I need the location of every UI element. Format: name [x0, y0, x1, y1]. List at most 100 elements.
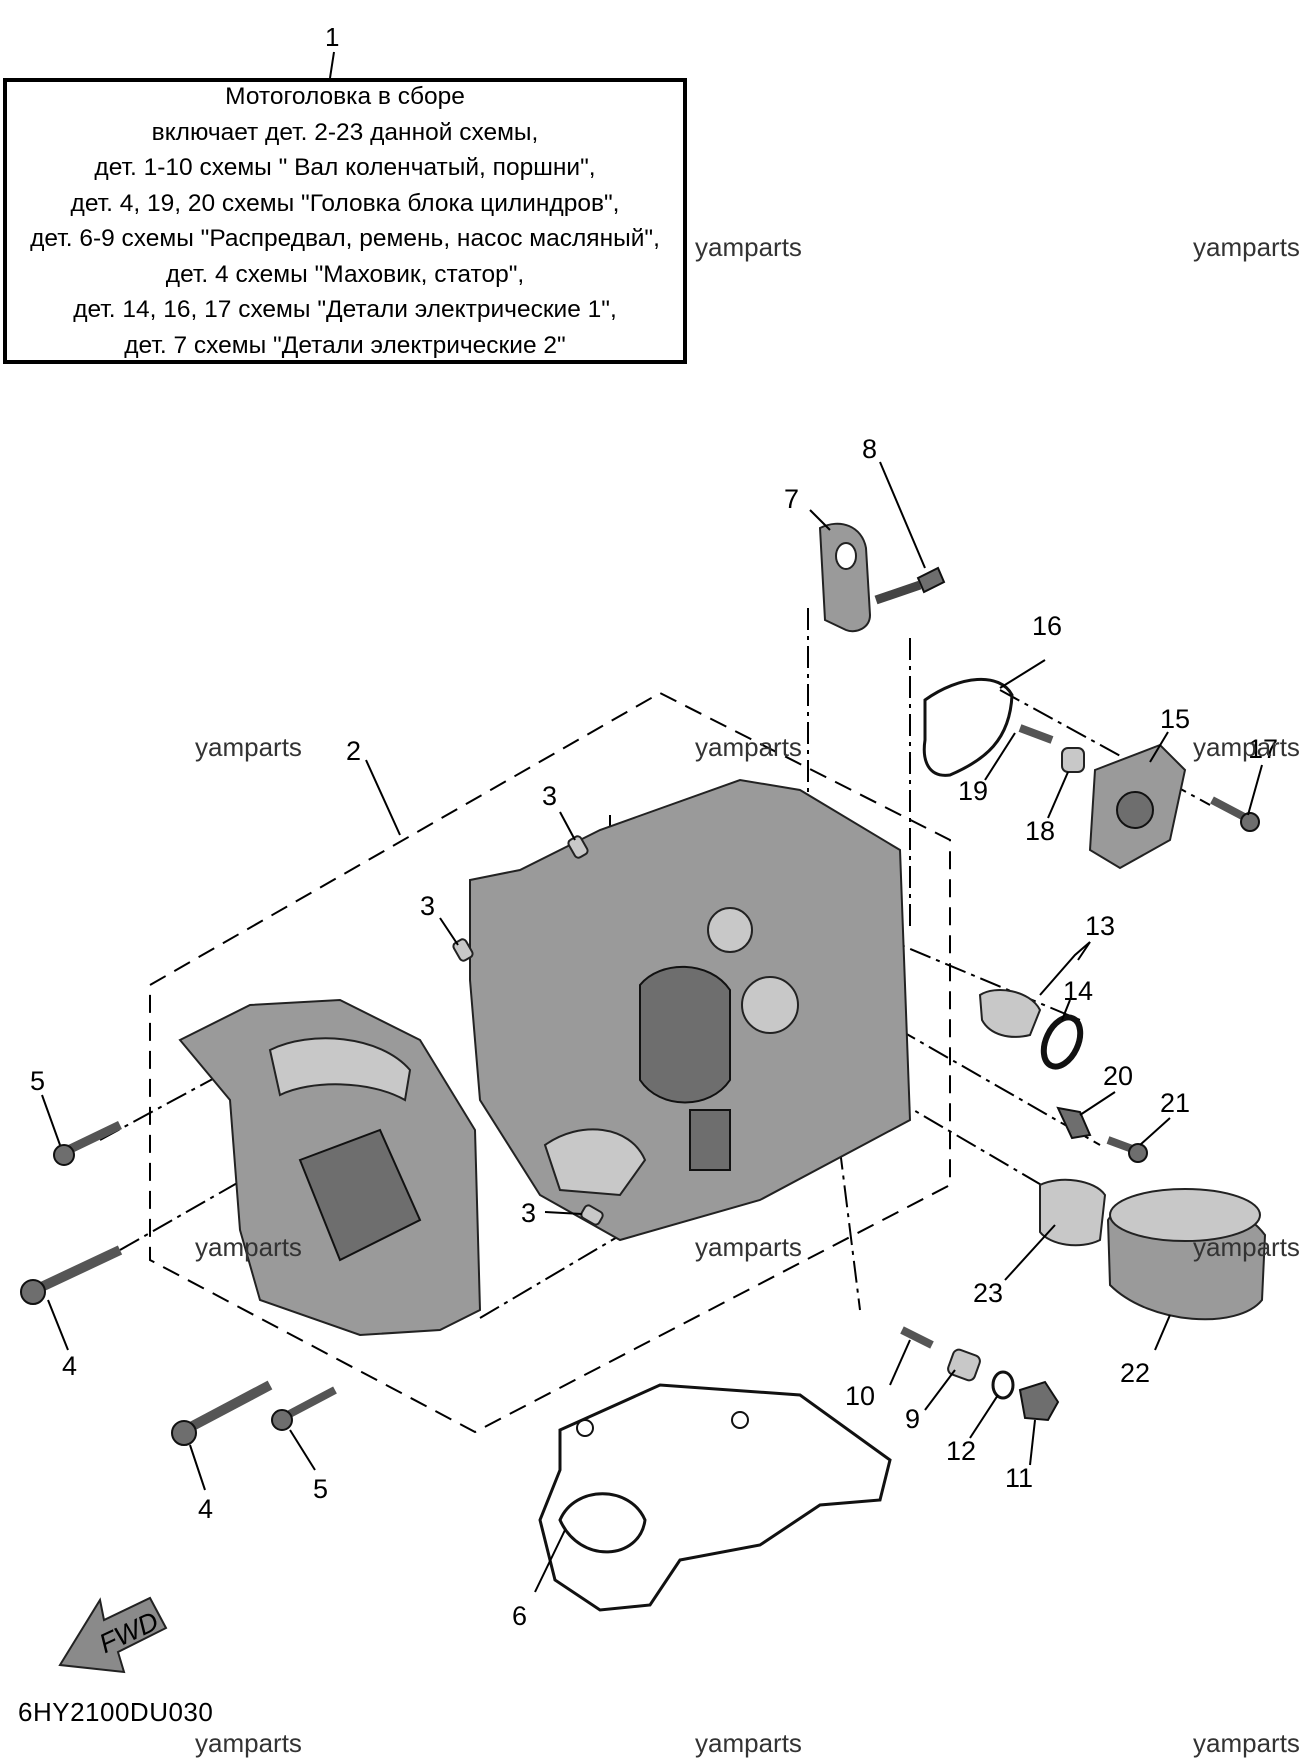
watermark: yamparts — [1193, 1728, 1300, 1758]
part-16-gasket — [922, 677, 1014, 777]
part-23-sleeve — [1039, 1178, 1107, 1247]
assembly-outline — [149, 691, 951, 1434]
leader-5a — [41, 1094, 61, 1146]
part-10-stud — [900, 1326, 934, 1349]
leader-17 — [1247, 764, 1263, 816]
callout-20: 20 — [1103, 1061, 1133, 1091]
callout-18: 18 — [1025, 816, 1055, 846]
part-7-bracket — [818, 522, 872, 633]
leader-3b — [439, 917, 459, 946]
leader-14 — [1061, 999, 1071, 1021]
callout-13: 13 — [1085, 911, 1115, 941]
note-line-6: дет. 4 схемы "Маховик, статор", — [165, 260, 525, 288]
leader-3a — [559, 811, 576, 841]
callout-6: 6 — [512, 1601, 527, 1631]
callout-22: 22 — [1120, 1358, 1150, 1388]
leader-7 — [809, 509, 831, 531]
leader-5b — [289, 1429, 316, 1471]
part-3-pin-c — [580, 1204, 604, 1226]
leader-9 — [924, 1369, 956, 1411]
callout-11: 11 — [1005, 1463, 1033, 1493]
part-20-clip — [1056, 1106, 1092, 1140]
leader-18 — [1047, 771, 1069, 819]
diagram-code: 6HY2100DU030 — [18, 1697, 214, 1727]
leader-13b — [1077, 941, 1091, 961]
note-line-3: дет. 1-10 схемы " Вал коленчатый, поршни… — [94, 154, 596, 181]
part-5-bolt-a-head — [53, 1144, 75, 1166]
part-6-gasket — [538, 1383, 892, 1612]
watermark: yamparts — [695, 232, 802, 262]
callout-3b: 3 — [420, 891, 435, 921]
part-14-washer — [1040, 1014, 1084, 1070]
note-line-1: Мотоголовка в сборе — [225, 83, 465, 110]
part-4-bolt-a-head — [20, 1279, 46, 1305]
assembly-note-box: Мотоголовка в сборе включает дет. 2-23 д… — [3, 78, 687, 364]
callout-12: 12 — [946, 1436, 976, 1466]
callout-3a: 3 — [542, 781, 557, 811]
align-line-5a — [99, 1009, 341, 1141]
part-2-bore — [639, 965, 731, 1104]
part-5-bolt-b-head — [271, 1409, 293, 1431]
watermark: yamparts — [1193, 1232, 1300, 1262]
callout-4b: 4 — [198, 1494, 213, 1524]
part-6-bore-ring — [558, 1492, 647, 1554]
part-2-journal — [543, 1128, 647, 1197]
callout-3c: 3 — [521, 1198, 536, 1228]
leader-21 — [1139, 1117, 1171, 1146]
callout-23: 23 — [973, 1278, 1003, 1308]
callout-5b: 5 — [313, 1474, 328, 1504]
callout-8: 8 — [862, 434, 877, 464]
note-line-4: дет. 4, 19, 20 схемы "Головка блока цили… — [70, 189, 620, 217]
part-5-bolt-b-shank — [280, 1386, 337, 1422]
align-line-10 — [834, 1109, 861, 1311]
fwd-arrow-icon — [58, 1596, 168, 1674]
callout-7: 7 — [784, 484, 799, 514]
leader-20 — [1079, 1091, 1116, 1116]
part-2-boss — [707, 907, 753, 953]
note-line-2: включает дет. 2-23 данной схемы, — [151, 118, 539, 146]
leader-6 — [534, 1529, 566, 1593]
leader-12 — [969, 1394, 999, 1439]
part-18-bushing — [1061, 747, 1085, 773]
part-6-hole-a — [576, 1419, 594, 1437]
part-7-hole — [835, 542, 857, 570]
leader-11 — [1029, 1419, 1036, 1466]
part-13-sensor — [978, 989, 1042, 1038]
part-8-bolt-shank — [874, 580, 922, 605]
part-21-bolt-head — [1128, 1143, 1148, 1163]
part-6-hole-b — [731, 1411, 749, 1429]
callout-15: 15 — [1160, 704, 1190, 734]
leader-19 — [984, 732, 1016, 781]
leader-16 — [999, 659, 1046, 689]
watermark: yamparts — [695, 1232, 802, 1262]
leader-3c — [544, 1211, 583, 1215]
part-8-bolt-head — [916, 566, 946, 594]
leader-8 — [879, 461, 926, 569]
callout-21: 21 — [1160, 1088, 1190, 1118]
callout-4a: 4 — [62, 1351, 77, 1381]
callout-9: 9 — [905, 1404, 920, 1434]
callout-1: 1 — [325, 22, 340, 52]
part-4-bolt-b-shank — [182, 1380, 273, 1435]
part-2-web — [298, 1128, 422, 1262]
leader-10 — [889, 1339, 911, 1386]
callout-19: 19 — [958, 776, 988, 806]
note-line-5: дет. 6-9 схемы "Распредвал, ремень, насо… — [30, 225, 660, 252]
callout-10: 10 — [845, 1381, 875, 1411]
leader-13 — [1039, 941, 1091, 996]
watermark: yamparts — [695, 1728, 802, 1758]
note-line-8: дет. 7 схемы "Детали электрические 2" — [124, 331, 566, 359]
leader-2 — [365, 759, 401, 836]
leader-1 — [329, 51, 335, 79]
leader-4a — [47, 1299, 69, 1351]
watermark: yamparts — [1193, 732, 1300, 762]
callout-2: 2 — [346, 736, 361, 766]
leader-4b — [189, 1444, 206, 1491]
watermark: yamparts — [695, 732, 802, 762]
leader-22 — [1154, 1314, 1171, 1351]
callout-5a: 5 — [30, 1066, 45, 1096]
watermark: yamparts — [1193, 232, 1300, 262]
callout-14: 14 — [1063, 976, 1093, 1006]
leader-23 — [1004, 1224, 1056, 1281]
